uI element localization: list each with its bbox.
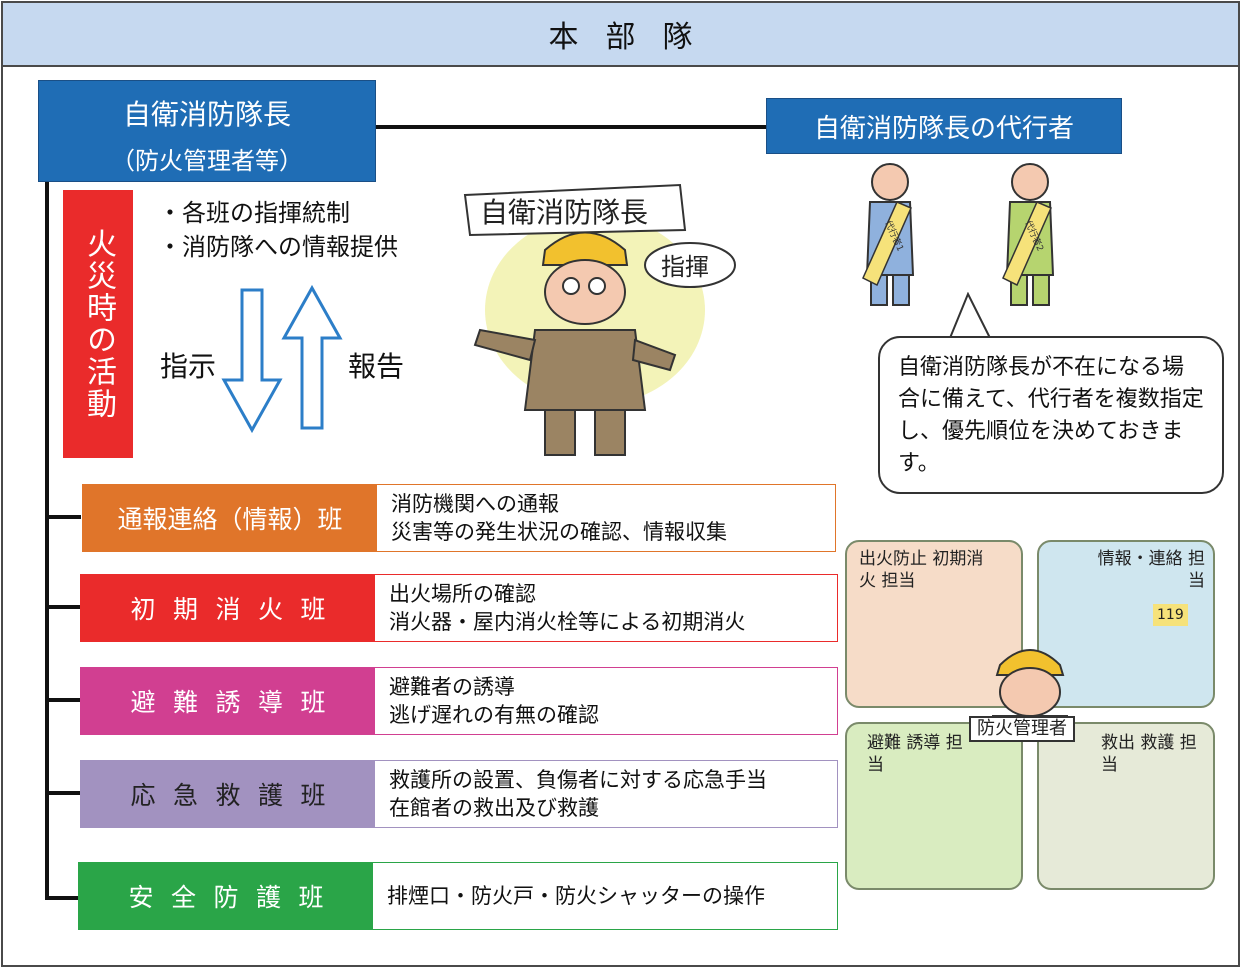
team-row-safety: 安全防護班 排煙口・防火戸・防火シャッターの操作 <box>78 862 838 930</box>
team-desc-line: 消防機関への通報 <box>391 492 559 516</box>
illus-phone-number: 119 <box>1153 604 1188 626</box>
team-row-firefighting: 初期消火班 出火場所の確認 消火器・屋内消火栓等による初期消火 <box>80 574 838 642</box>
illus-label-rescue: 救出 救護 担当 <box>1101 733 1197 775</box>
team-desc-line: 消火器・屋内消火栓等による初期消火 <box>389 610 746 634</box>
illus-panel-fire <box>845 540 1023 708</box>
instruct-label: 指示 <box>160 350 217 383</box>
callout-pointer <box>949 292 991 339</box>
illus-label-evac: 避難 誘導 担当 <box>867 733 963 775</box>
chief-box: 自衛消防隊長 （防火管理者等） <box>38 80 376 182</box>
team-row-report: 通報連絡（情報）班 消防機関への通報 災害等の発生状況の確認、情報収集 <box>82 484 836 552</box>
fire-activity-label: 火災時の活動 <box>63 190 133 458</box>
team-desc-line: 在館者の救出及び救護 <box>389 796 599 820</box>
team-name: 初期消火班 <box>81 575 375 641</box>
activity-item: 各班の指揮統制 <box>158 196 398 230</box>
team-desc: 消防機関への通報 災害等の発生状況の確認、情報収集 <box>377 485 835 551</box>
team-desc: 排煙口・防火戸・防火シャッターの操作 <box>373 863 837 929</box>
page-title: 本部隊 <box>3 3 1238 67</box>
team-desc-line: 出火場所の確認 <box>389 582 536 606</box>
branch-line-4 <box>45 791 81 795</box>
team-row-evacuation: 避難誘導班 避難者の誘導 逃げ遅れの有無の確認 <box>80 667 838 735</box>
team-desc-line: 災害等の発生状況の確認、情報収集 <box>391 520 727 544</box>
team-desc: 出火場所の確認 消火器・屋内消火栓等による初期消火 <box>375 575 837 641</box>
illus-panel-rescue <box>1037 722 1215 890</box>
up-arrow-icon <box>281 284 343 430</box>
team-desc: 救護所の設置、負傷者に対する応急手当 在館者の救出及び救護 <box>375 761 837 827</box>
report-label: 報告 <box>348 350 405 383</box>
team-name: 避難誘導班 <box>81 668 375 734</box>
down-arrow-icon <box>221 288 283 434</box>
branch-line-2 <box>45 605 81 609</box>
team-illustration: 出火防止 初期消火 担当 情報・連絡 担当 119 避難 誘導 担当 救出 救護… <box>845 540 1215 890</box>
chief-sign-text: 自衛消防隊長 <box>480 196 648 229</box>
command-arrows <box>221 284 343 434</box>
team-name: 安全防護班 <box>79 863 373 929</box>
branch-line-3 <box>45 698 81 702</box>
illus-label-info: 情報・連絡 担当 <box>1097 549 1205 591</box>
chief-subtitle: （防火管理者等） <box>111 147 303 175</box>
team-desc: 避難者の誘導 逃げ遅れの有無の確認 <box>375 668 837 734</box>
team-desc-line: 逃げ遅れの有無の確認 <box>389 703 599 727</box>
activity-list: 各班の指揮統制 消防隊への情報提供 <box>158 196 398 264</box>
deputy-note: 自衛消防隊長が不在になる場合に備えて、代行者を複数指定し、優先順位を決めておきま… <box>878 336 1224 494</box>
deputy-box: 自衛消防隊長の代行者 <box>766 98 1122 154</box>
team-name: 応急救護班 <box>81 761 375 827</box>
deputy-illustration: 代行者1 代行者2 <box>862 163 1055 306</box>
team-desc-line: 避難者の誘導 <box>389 675 515 699</box>
team-row-rescue: 応急救護班 救護所の設置、負傷者に対する応急手当 在館者の救出及び救護 <box>80 760 838 828</box>
chief-illustration: 自衛消防隊長 指揮 <box>463 183 736 456</box>
branch-line-1 <box>45 515 81 519</box>
trunk-line <box>45 182 49 900</box>
branch-line-5 <box>45 896 81 900</box>
illus-label-manager: 防火管理者 <box>969 716 1075 742</box>
activity-item: 消防隊への情報提供 <box>158 230 398 264</box>
chief-deputy-connector <box>376 125 768 129</box>
illus-label-fire: 出火防止 初期消火 担当 <box>859 549 984 591</box>
illus-panel-evac <box>845 722 1023 890</box>
team-desc-line: 排煙口・防火戸・防火シャッターの操作 <box>387 884 765 908</box>
chief-title: 自衛消防隊長 <box>122 98 291 131</box>
chief-speech-text: 指揮 <box>661 253 709 281</box>
team-desc-line: 救護所の設置、負傷者に対する応急手当 <box>389 768 767 792</box>
team-name: 通報連絡（情報）班 <box>83 485 377 551</box>
